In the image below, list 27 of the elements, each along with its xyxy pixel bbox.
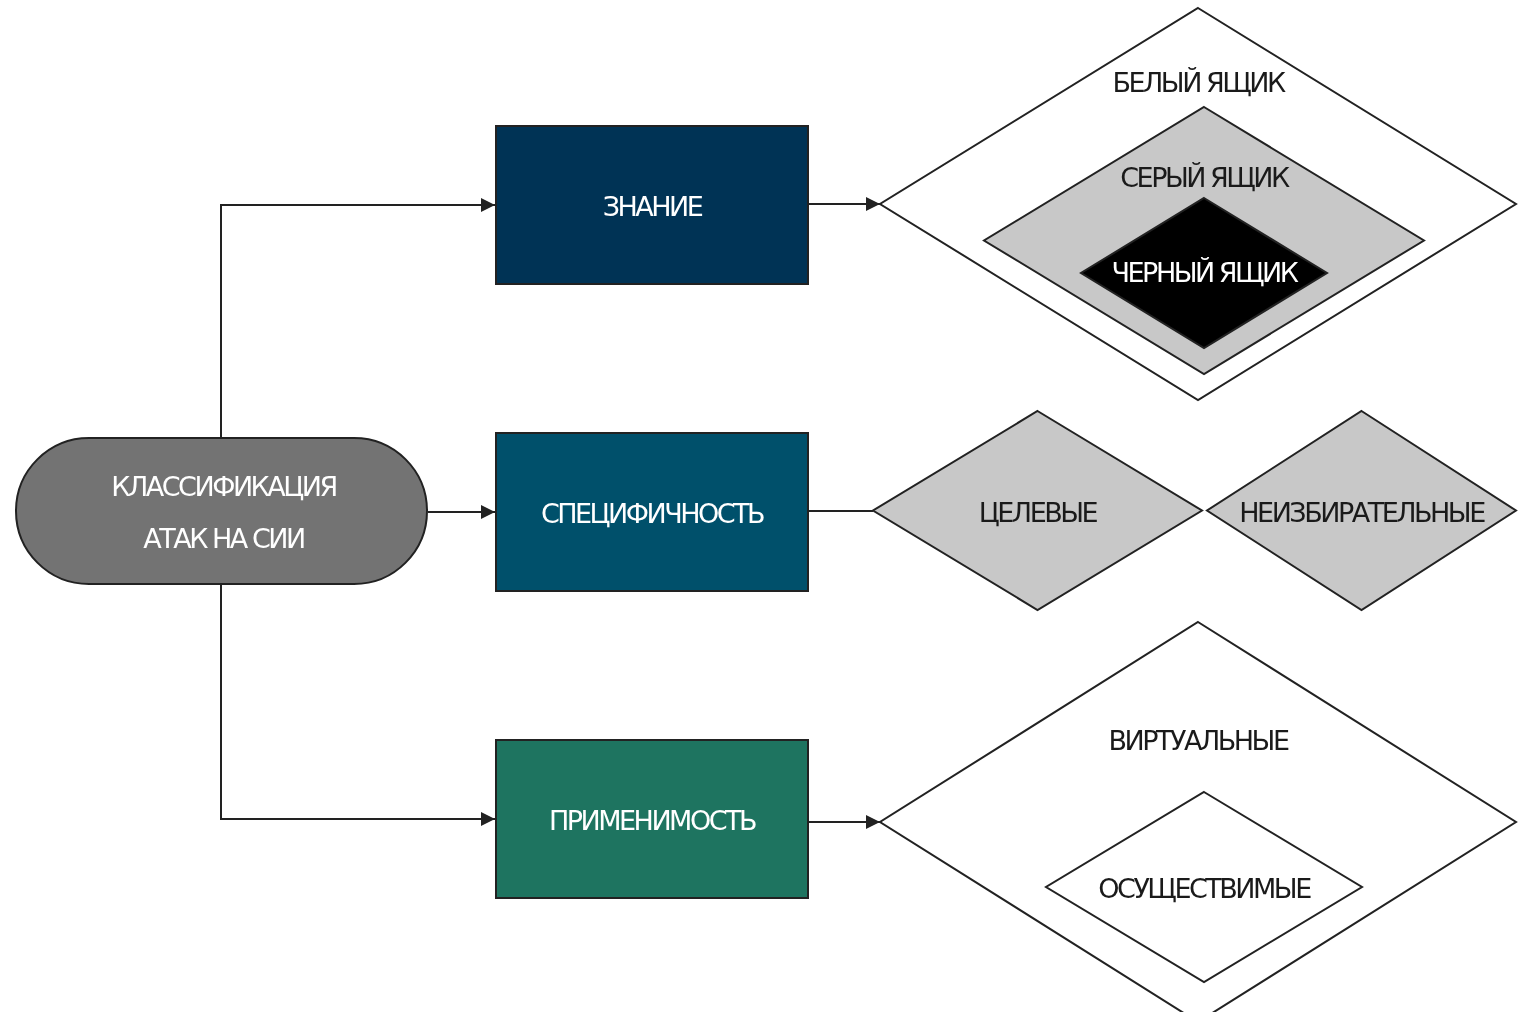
node-label: ОСУЩЕСТВИМЫЕ xyxy=(1098,872,1310,906)
arrow xyxy=(220,584,496,826)
diamond-shape xyxy=(1081,198,1327,348)
arrow xyxy=(808,815,881,829)
diamond-shape xyxy=(1207,411,1516,610)
node-label: СПЕЦИФИЧНОСТЬ xyxy=(540,497,764,531)
diamond-shape xyxy=(880,8,1516,400)
node-label: БЕЛЫЙ ЯЩИК xyxy=(1112,66,1284,100)
node-label: НЕИЗБИРАТЕЛЬНЫЕ xyxy=(1239,496,1484,530)
node-label: КЛАССИФИКАЦИЯ АТАК НА СИИ xyxy=(110,470,337,556)
process-box xyxy=(495,739,809,899)
node-label: ЗНАНИЕ xyxy=(602,190,702,224)
diamond-shape xyxy=(873,411,1202,610)
connector-line xyxy=(808,510,874,512)
arrow xyxy=(427,505,496,519)
process-box xyxy=(495,125,809,285)
diamond-shape xyxy=(984,107,1424,374)
diamond-shape xyxy=(880,622,1516,1012)
node-label: ПРИМЕНИМОСТЬ xyxy=(548,804,756,838)
arrow xyxy=(808,197,881,211)
node-label: СЕРЫЙ ЯЩИК xyxy=(1120,161,1288,195)
process-box xyxy=(495,432,809,592)
node-label: ВИРТУАЛЬНЫЕ xyxy=(1108,724,1288,758)
node-label: ЦЕЛЕВЫЕ xyxy=(978,496,1097,530)
arrow xyxy=(220,198,496,438)
node-label: ЧЕРНЫЙ ЯЩИК xyxy=(1111,256,1297,290)
diamond-shape xyxy=(1046,792,1362,982)
